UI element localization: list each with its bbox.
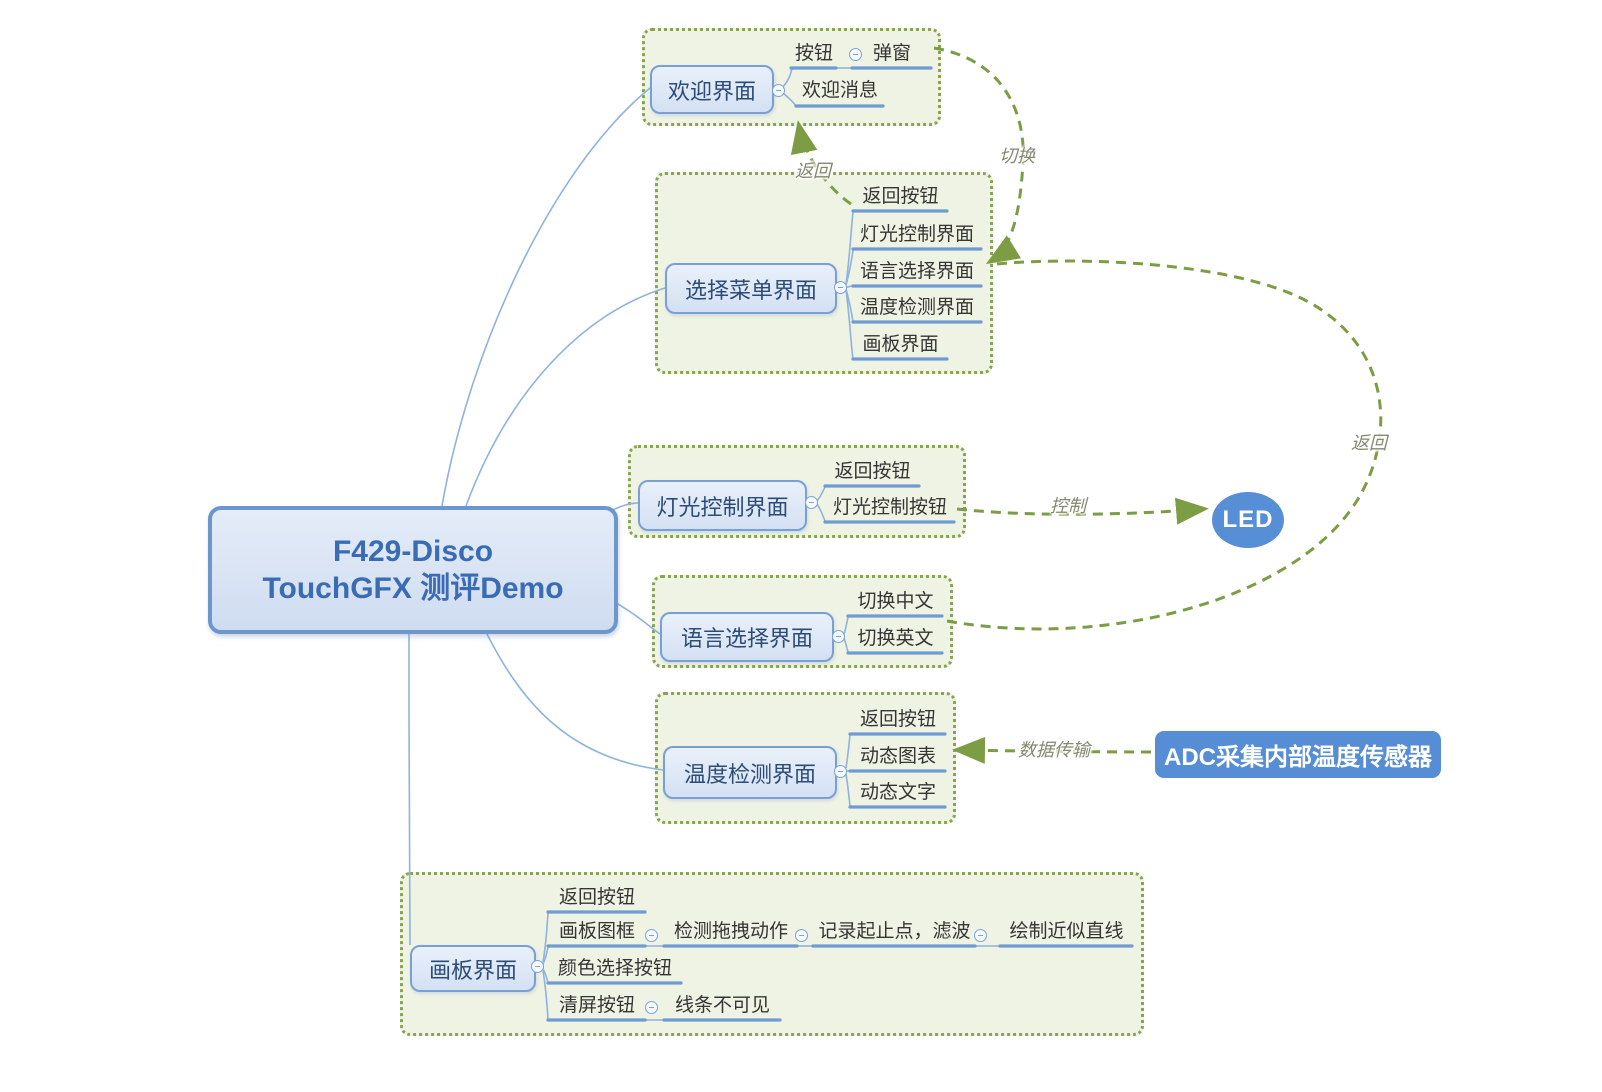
topic-temp[interactable]: 温度检测界面 <box>663 746 837 799</box>
child-menu-lang[interactable]: 语言选择界面 <box>859 261 974 282</box>
child-board-record[interactable]: 记录起止点，滤波 <box>818 921 971 942</box>
relation-label-data-transfer[interactable]: 数据传输 <box>1018 740 1090 760</box>
child-board-frame[interactable]: 画板图框 <box>558 921 635 942</box>
collapse-toggle-menu[interactable] <box>834 281 847 294</box>
child-welcome-button[interactable]: 按钮 <box>794 43 833 64</box>
child-menu-back[interactable]: 返回按钮 <box>862 186 939 207</box>
child-temp-chart[interactable]: 动态图表 <box>859 746 936 767</box>
child-board-detect[interactable]: 检测拖拽动作 <box>673 921 788 942</box>
collapse-toggle-button-popup[interactable] <box>849 48 862 61</box>
child-menu-temp[interactable]: 温度检测界面 <box>859 297 974 318</box>
relation-label-back-to-menu[interactable]: 返回 <box>1351 433 1387 453</box>
adc-sensor-node[interactable]: ADC采集内部温度传感器 <box>1155 731 1441 778</box>
child-board-invisible[interactable]: 线条不可见 <box>674 995 770 1016</box>
child-board-back[interactable]: 返回按钮 <box>558 887 635 908</box>
collapse-toggle-welcome[interactable] <box>772 84 785 97</box>
child-light-back[interactable]: 返回按钮 <box>834 461 911 482</box>
relation-label-control[interactable]: 控制 <box>1050 496 1086 516</box>
collapse-toggle-lang[interactable] <box>832 630 845 643</box>
child-board-draw[interactable]: 绘制近似直线 <box>1009 921 1124 942</box>
child-board-clear[interactable]: 清屏按钮 <box>558 995 635 1016</box>
child-lang-cn[interactable]: 切换中文 <box>857 591 934 612</box>
collapse-toggle-record-draw[interactable] <box>974 929 987 942</box>
child-welcome-msg[interactable]: 欢迎消息 <box>801 80 878 101</box>
child-lang-en[interactable]: 切换英文 <box>857 628 934 649</box>
collapse-toggle-temp[interactable] <box>834 765 847 778</box>
boundary-board <box>400 872 1144 1036</box>
child-temp-back[interactable]: 返回按钮 <box>859 709 936 730</box>
child-menu-board[interactable]: 画板界面 <box>862 334 939 355</box>
root-title-line1: F429-Disco <box>332 535 494 568</box>
topic-welcome[interactable]: 欢迎界面 <box>650 65 774 114</box>
relation-label-switch[interactable]: 切换 <box>999 146 1035 166</box>
root-title-line2: TouchGFX 测评Demo <box>262 572 564 605</box>
collapse-toggle-detect-record[interactable] <box>795 929 808 942</box>
child-board-color[interactable]: 颜色选择按钮 <box>557 958 672 979</box>
child-light-button[interactable]: 灯光控制按钮 <box>832 497 947 518</box>
collapse-toggle-clear-invisible[interactable] <box>645 1001 658 1014</box>
child-menu-light[interactable]: 灯光控制界面 <box>859 224 974 245</box>
topic-menu[interactable]: 选择菜单界面 <box>665 263 837 314</box>
led-node[interactable]: LED <box>1212 492 1284 548</box>
collapse-toggle-board[interactable] <box>531 960 544 973</box>
collapse-toggle-light[interactable] <box>805 496 818 509</box>
child-welcome-popup[interactable]: 弹窗 <box>872 43 911 64</box>
topic-light[interactable]: 灯光控制界面 <box>638 480 807 531</box>
relation-label-back-to-welcome[interactable]: 返回 <box>795 161 831 181</box>
topic-lang[interactable]: 语言选择界面 <box>660 612 834 662</box>
child-temp-text[interactable]: 动态文字 <box>859 782 936 803</box>
collapse-toggle-frame-detect[interactable] <box>645 929 658 942</box>
topic-board[interactable]: 画板界面 <box>410 945 536 992</box>
root-topic[interactable]: F429-Disco TouchGFX 测评Demo <box>208 506 618 634</box>
